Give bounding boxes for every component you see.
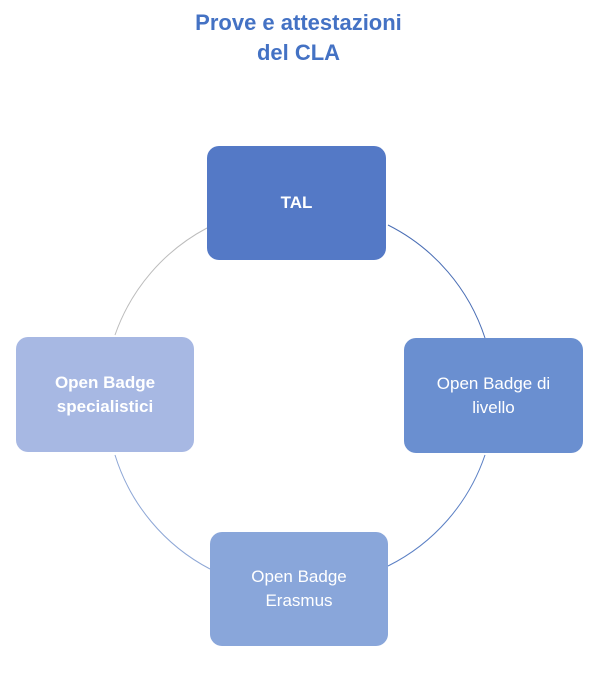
diagram-title-line-2: del CLA: [256, 40, 341, 65]
node-open-badge-di-livello-label: Open Badge di livello: [436, 373, 551, 417]
connector-bottom-to-left: [114, 454, 211, 570]
node-tal: TAL: [207, 146, 386, 260]
node-open-badge-erasmus-label: Open Badge Erasmus: [251, 567, 347, 610]
diagram-title-line-1: Prove e attestazioni: [195, 10, 402, 35]
diagram-title: Prove e attestazioni del CLA: [0, 8, 597, 68]
node-open-badge-specialistici-label: Open Badge specialistici: [54, 372, 156, 416]
connector-right-to-bottom: [387, 454, 486, 567]
connector-left-to-top: [114, 227, 208, 336]
node-open-badge-di-livello: Open Badge di livello: [404, 338, 583, 453]
node-open-badge-erasmus: Open Badge Erasmus: [210, 532, 388, 646]
node-tal-label: TAL: [280, 193, 313, 212]
connector-top-to-right: [387, 224, 486, 339]
node-open-badge-specialistici: Open Badge specialistici: [16, 337, 194, 452]
